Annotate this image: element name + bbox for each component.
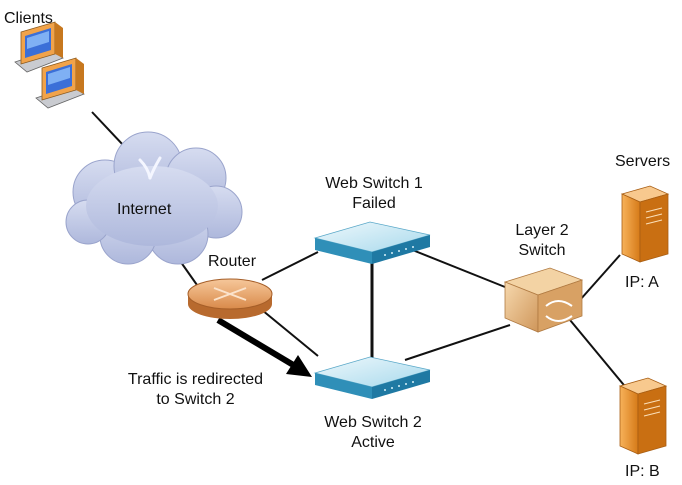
server-a-label: IP: A [625, 274, 659, 291]
servers-label: Servers [615, 153, 671, 170]
desktop-computer-icon [14, 21, 85, 109]
clients-label: Clients [4, 10, 53, 27]
link-switch1-layer2 [404, 246, 506, 288]
router-label: Router [208, 253, 257, 270]
server-b-label: IP: B [625, 463, 660, 480]
internet-label: Internet [117, 201, 172, 218]
router-icon [187, 278, 273, 319]
traffic-label: Traffic is redirected to Switch 2 [108, 370, 283, 410]
cloud-highlight [138, 156, 162, 180]
link-router-switch1 [261, 251, 319, 281]
web-switch-1-name: Web Switch 1 [325, 175, 423, 192]
web-switch-icon [313, 221, 431, 264]
tower-server-icon [620, 185, 670, 263]
web-switch-2-name: Web Switch 2 [324, 414, 422, 431]
link-layer2-serverB [569, 319, 629, 391]
traffic-line-1: Traffic is redirected [127, 371, 264, 388]
link-router-switch2 [261, 309, 319, 357]
layer2-switch-label: Layer 2 Switch [500, 221, 584, 261]
web-switch-2-label: Web Switch 2 Active [310, 413, 436, 453]
connection-lines [91, 111, 629, 391]
cloud-icon [65, 131, 243, 265]
web-switch-2-status: Active [351, 434, 395, 451]
traffic-line-2: to Switch 2 [156, 391, 235, 408]
layer2-switch-line1: Layer 2 [515, 222, 569, 239]
link-layer2-serverA [579, 254, 621, 301]
web-switch-1-label: Web Switch 1 Failed [312, 174, 436, 214]
tower-server-icon [618, 377, 668, 455]
web-switch-icon [313, 356, 431, 399]
link-switch2-layer2 [404, 324, 511, 361]
layer2-switch-icon [503, 267, 584, 333]
layer2-switch-line2: Switch [518, 242, 566, 259]
arrow-icon [216, 317, 312, 377]
web-switch-1-status: Failed [352, 195, 396, 212]
